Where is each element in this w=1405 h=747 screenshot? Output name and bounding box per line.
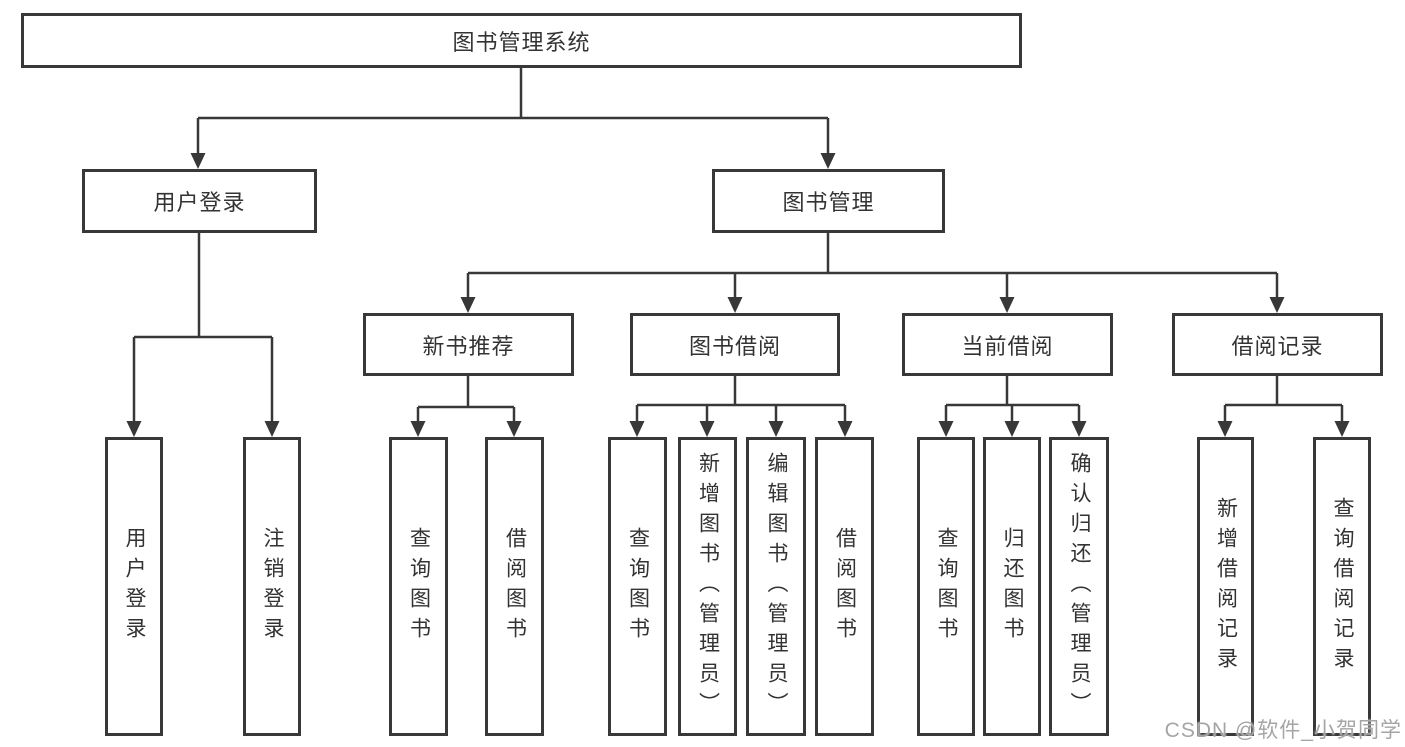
leaf-logout-login: 注销登录 xyxy=(243,437,301,736)
leaf-edit-books-admin: 编辑图书（管理员） xyxy=(746,437,806,736)
leaf-borrow-books-borrow: 借阅图书 xyxy=(815,437,874,736)
node-book-borrowing: 图书借阅 xyxy=(630,313,840,376)
leaf-return-books: 归还图书 xyxy=(983,437,1041,736)
leaf-confirm-return-admin: 确认归还（管理员） xyxy=(1049,437,1109,736)
arrowheads xyxy=(126,153,1350,437)
node-library-management-system: 图书管理系统 xyxy=(21,13,1022,68)
leaf-query-borrow-record: 查询借阅记录 xyxy=(1313,437,1371,736)
leaf-query-books-recommend: 查询图书 xyxy=(389,437,448,736)
node-borrowing-records: 借阅记录 xyxy=(1172,313,1383,376)
leaf-add-borrow-record: 新增借阅记录 xyxy=(1197,437,1254,736)
leaf-user-login: 用户登录 xyxy=(105,437,163,736)
leaf-query-books-borrow: 查询图书 xyxy=(608,437,667,736)
node-new-book-recommendation: 新书推荐 xyxy=(363,313,574,376)
leaf-borrow-books-recommend: 借阅图书 xyxy=(485,437,544,736)
csdn-watermark: CSDN @软件_小贺同学 xyxy=(1164,719,1402,742)
leaf-query-books-current: 查询图书 xyxy=(917,437,975,736)
leaf-add-books-admin: 新增图书（管理员） xyxy=(678,437,737,736)
node-user-login: 用户登录 xyxy=(82,169,317,233)
node-book-management: 图书管理 xyxy=(712,169,945,233)
node-current-borrowing: 当前借阅 xyxy=(902,313,1113,376)
